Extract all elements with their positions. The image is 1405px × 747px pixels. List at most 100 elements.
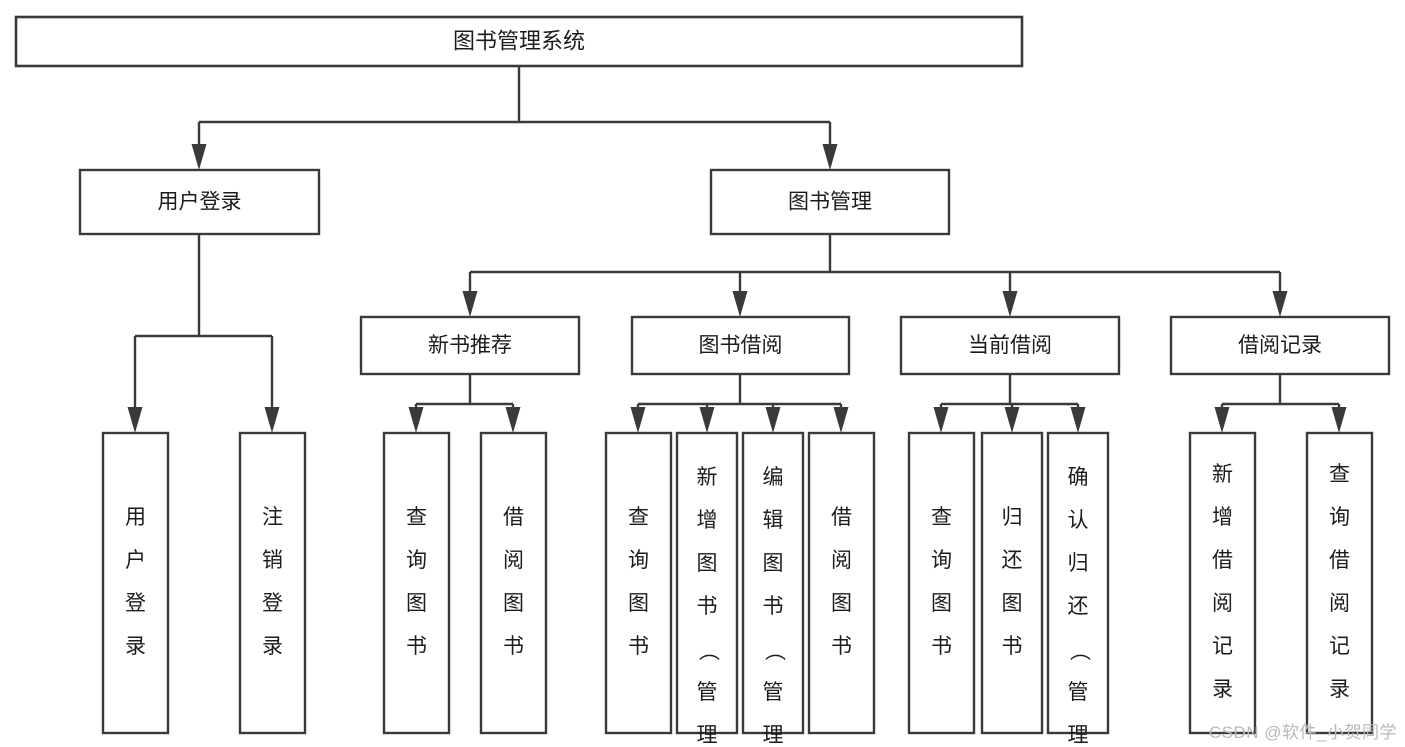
node-borrow-record[interactable]: 借阅记录 [1169, 315, 1391, 376]
user-login-drop-1-arrowhead [264, 407, 280, 433]
sub-drop-3-1-arrowhead [1331, 407, 1347, 433]
node-leaf-add-book-box[interactable] [675, 431, 739, 735]
node-new-book-recommend[interactable]: 新书推荐 [359, 315, 581, 376]
svg-text:理: 理 [763, 724, 784, 747]
svg-text:录: 录 [262, 635, 283, 658]
sub-drop-1-0-arrowhead [630, 407, 646, 433]
node-book-borrow[interactable]: 图书借阅 [630, 315, 851, 376]
user-login-drop-0-arrowhead [127, 407, 143, 433]
svg-text:认: 认 [1068, 509, 1089, 532]
node-leaf-confirm-return-box[interactable] [1046, 431, 1110, 735]
svg-text:注: 注 [262, 506, 283, 529]
svg-text:管: 管 [697, 681, 718, 704]
svg-text:录: 录 [1329, 678, 1350, 701]
node-book-borrow-box[interactable] [630, 315, 851, 376]
svg-text:图: 图 [931, 592, 952, 615]
node-root-box[interactable] [14, 15, 1024, 68]
svg-text:图: 图 [1002, 592, 1023, 615]
node-leaf-query-book-3-box[interactable] [907, 431, 976, 735]
node-leaf-user-login[interactable]: 用户登录 [101, 431, 170, 735]
book-mgmt-drop-1-arrowhead [732, 291, 748, 317]
node-user-login[interactable]: 用户登录 [78, 168, 321, 236]
svg-text:辑: 辑 [763, 509, 784, 532]
svg-text:阅: 阅 [831, 549, 852, 572]
node-root-label: 图书管理系统 [453, 28, 585, 53]
node-borrow-record-box[interactable] [1169, 315, 1391, 376]
svg-text:新: 新 [1212, 463, 1233, 486]
svg-text:书: 书 [1002, 635, 1023, 658]
svg-text:阅: 阅 [1329, 592, 1350, 615]
node-borrow-record-label: 借阅记录 [1238, 334, 1322, 357]
sub-drop-2-0-arrowhead [933, 407, 949, 433]
svg-text:归: 归 [1068, 552, 1089, 575]
node-leaf-add-record-box[interactable] [1188, 431, 1257, 735]
node-leaf-query-book-2-box[interactable] [604, 431, 673, 735]
svg-text:借: 借 [831, 506, 852, 529]
svg-text:增: 增 [1212, 506, 1233, 529]
sub-drop-0-1-arrowhead [505, 407, 521, 433]
svg-text:查: 查 [931, 506, 952, 529]
node-leaf-return-book-box[interactable] [980, 431, 1044, 735]
svg-text:录: 录 [1212, 678, 1233, 701]
svg-text:借: 借 [1212, 549, 1233, 572]
node-leaf-user-login-box[interactable] [101, 431, 170, 735]
node-leaf-edit-book-box[interactable] [741, 431, 805, 735]
sub-drop-1-2-arrowhead [765, 407, 781, 433]
svg-text:新: 新 [697, 466, 718, 489]
node-current-borrow[interactable]: 当前借阅 [899, 315, 1121, 376]
svg-text:查: 查 [628, 506, 649, 529]
root-drop-1-arrowhead [822, 144, 838, 170]
node-root[interactable]: 图书管理系统 [14, 15, 1024, 68]
book-mgmt-drop-0-arrowhead [462, 291, 478, 317]
node-leaf-borrow-book-1-box[interactable] [479, 431, 548, 735]
node-leaf-user-logout-box[interactable] [238, 431, 307, 735]
svg-text:增: 增 [697, 509, 718, 532]
node-book-management[interactable]: 图书管理 [709, 168, 951, 236]
svg-text:录: 录 [125, 635, 146, 658]
svg-text:图: 图 [628, 592, 649, 615]
svg-text:询: 询 [628, 549, 649, 572]
node-current-borrow-box[interactable] [899, 315, 1121, 376]
svg-text:管: 管 [1068, 681, 1089, 704]
svg-text:借: 借 [503, 506, 524, 529]
node-leaf-query-record-box[interactable] [1305, 431, 1374, 735]
node-user-login-box[interactable] [78, 168, 321, 236]
svg-text:登: 登 [125, 592, 146, 615]
svg-text:图: 图 [831, 592, 852, 615]
svg-text:图: 图 [763, 552, 784, 575]
node-new-book-recommend-box[interactable] [359, 315, 581, 376]
book-mgmt-drop-3-arrowhead [1272, 291, 1288, 317]
sub-drop-2-2-arrowhead [1070, 407, 1086, 433]
svg-text:书: 书 [406, 635, 427, 658]
svg-text:还: 还 [1068, 595, 1089, 618]
svg-text:书: 书 [931, 635, 952, 658]
svg-text:（: （ [696, 640, 719, 661]
svg-text:书: 书 [697, 595, 718, 618]
svg-text:编: 编 [763, 466, 784, 489]
node-leaf-user-login-label: 用户登录 [125, 506, 146, 658]
node-leaf-borrow-book-2-box[interactable] [807, 431, 876, 735]
node-leaf-query-book-1-box[interactable] [382, 431, 451, 735]
sub-drop-1-3-arrowhead [833, 407, 849, 433]
svg-text:查: 查 [406, 506, 427, 529]
node-book-management-box[interactable] [709, 168, 951, 236]
node-user-login-label: 用户登录 [158, 191, 242, 214]
